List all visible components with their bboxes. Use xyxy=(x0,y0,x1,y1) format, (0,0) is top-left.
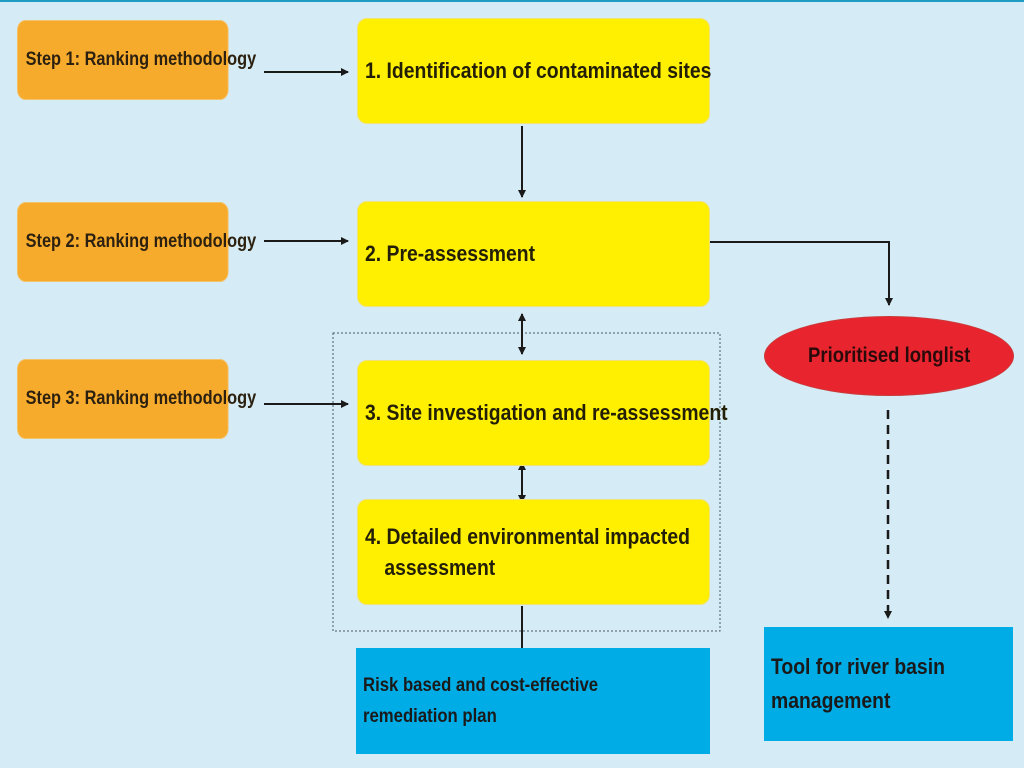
stage-3-4-group-outline xyxy=(332,332,721,632)
remediation-plan-line2: remediation plan xyxy=(363,706,497,727)
step-3-label: Step 3: Ranking methodology xyxy=(25,388,257,409)
step-1-box: Step 1: Ranking methodology xyxy=(17,20,256,100)
step-2-box: Step 2: Ranking methodology xyxy=(17,202,256,282)
arrow-stage2-to-longlist xyxy=(710,241,893,306)
river-basin-tool-text: Tool for river basin management xyxy=(771,650,969,718)
stage-3-label: 3. Site investigation and re-assessment xyxy=(365,400,728,425)
top-accent-line xyxy=(0,0,1024,2)
prioritised-longlist-label: Prioritised longlist xyxy=(807,344,971,367)
step-3-box: Step 3: Ranking methodology xyxy=(17,359,256,439)
stage-4-line1: 4. Detailed environmental impacted xyxy=(365,524,690,549)
stage-4-line2: assessment xyxy=(384,555,496,580)
stage-3-box: 3. Site investigation and re-assessment xyxy=(357,360,728,466)
stage-4-box: 4. Detailed environmental impacted asses… xyxy=(357,499,710,605)
stage-2-box: 2. Pre-assessment xyxy=(357,201,710,307)
remediation-plan-box: Risk based and cost-effective remediatio… xyxy=(356,648,710,754)
step-2-label: Step 2: Ranking methodology xyxy=(25,231,257,252)
remediation-plan-line1: Risk based and cost-effective xyxy=(363,675,599,696)
step-1-label: Step 1: Ranking methodology xyxy=(25,49,257,70)
river-basin-tool-line2: management xyxy=(771,688,891,713)
stage-2-label: 2. Pre-assessment xyxy=(365,241,536,266)
stage-1-box: 1. Identification of contaminated sites xyxy=(357,18,712,124)
river-basin-tool-box: Tool for river basin management xyxy=(764,627,1013,741)
stage-1-label: 1. Identification of contaminated sites xyxy=(365,58,712,83)
remediation-plan-text: Risk based and cost-effective remediatio… xyxy=(363,670,630,732)
river-basin-tool-line1: Tool for river basin xyxy=(771,654,945,679)
stage-4-text: 4. Detailed environmental impacted asses… xyxy=(365,521,734,583)
prioritised-longlist-oval: Prioritised longlist xyxy=(764,316,1014,396)
